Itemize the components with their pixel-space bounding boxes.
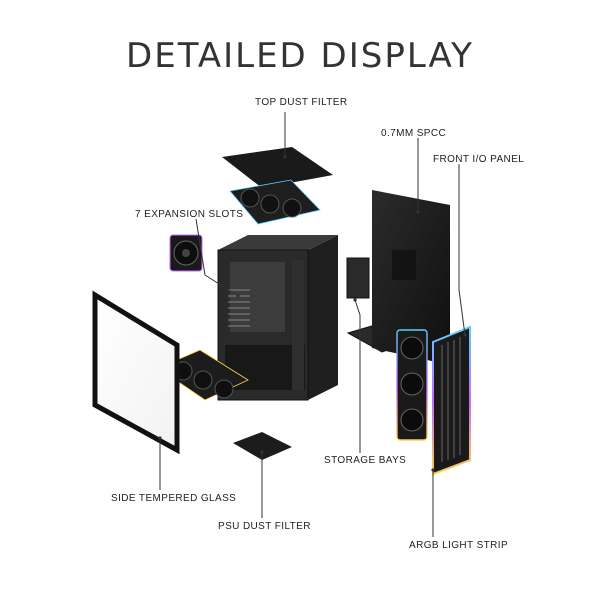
spcc-side-panel-part (372, 190, 450, 365)
leader-storage-bays (354, 299, 361, 453)
psu-dust-filter-part (233, 432, 292, 460)
leader-front-io-panel (458, 164, 466, 336)
leader-expansion-slots (195, 218, 239, 297)
page-title: DETAILED DISPLAY (126, 36, 474, 76)
rear-fan-part (169, 234, 203, 272)
top-dust-filter-part (222, 147, 333, 188)
label-argb-light-strip: ARGB LIGHT STRIP (409, 540, 509, 551)
label-storage-bays: STORAGE BAYS (324, 455, 407, 466)
front-io-panel-part (432, 325, 471, 476)
label-psu-dust-filter: PSU DUST FILTER (218, 521, 311, 532)
top-fan-tray-part (229, 179, 321, 225)
label-spcc: 0.7MM SPCC (381, 128, 447, 139)
label-side-tempered-glass: SIDE TEMPERED GLASS (111, 493, 237, 504)
label-top-dust-filter: TOP DUST FILTER (255, 97, 348, 108)
label-expansion-slots: 7 EXPANSION SLOTS (135, 209, 244, 220)
front-fan-stack-part (396, 329, 428, 441)
leader-lines (159, 112, 466, 537)
side-tempered-glass-part (92, 290, 180, 455)
label-front-io-panel: FRONT I/O PANEL (433, 154, 525, 165)
